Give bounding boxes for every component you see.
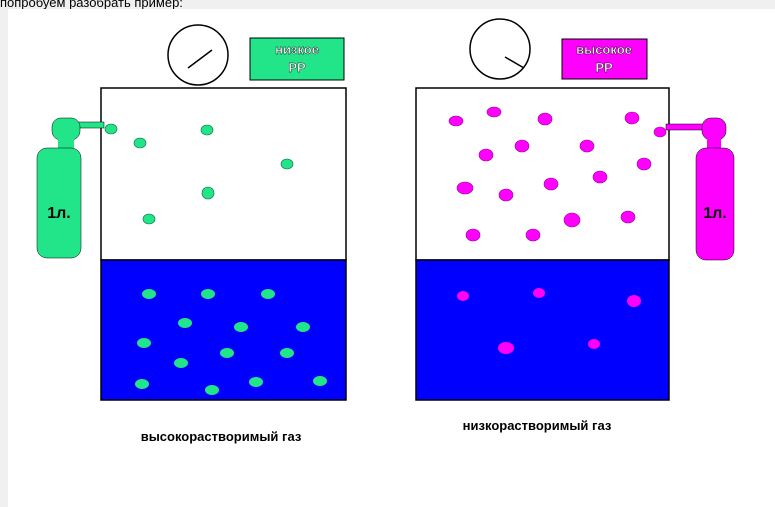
left-pressure-label: низкое РР — [250, 38, 344, 80]
left-bottom-caption: высокорастворимый газ — [141, 429, 302, 444]
left-liquid — [101, 260, 346, 400]
right-gas-cylinder: 1л. — [666, 118, 734, 260]
left-setup: низкое РР 1л. — [37, 25, 346, 444]
left-label-line1: низкое — [275, 42, 319, 57]
right-pressure-label: высокое РР — [562, 39, 647, 79]
right-cylinder-volume: 1л. — [703, 205, 727, 222]
left-label-line2: РР — [288, 60, 306, 75]
right-bottom-caption: низкорастворимый газ — [463, 418, 612, 433]
left-gas-cylinder: 1л. — [37, 118, 104, 258]
right-liquid — [416, 260, 669, 400]
right-label-line2: РР — [595, 60, 613, 75]
left-gas-space — [101, 88, 346, 260]
left-pressure-gauge — [168, 25, 228, 85]
left-cylinder-volume: 1л. — [47, 205, 71, 222]
right-pressure-gauge — [470, 19, 530, 79]
right-setup: высокое РР 1л. — [416, 19, 734, 433]
right-label-line1: высокое — [576, 42, 632, 57]
